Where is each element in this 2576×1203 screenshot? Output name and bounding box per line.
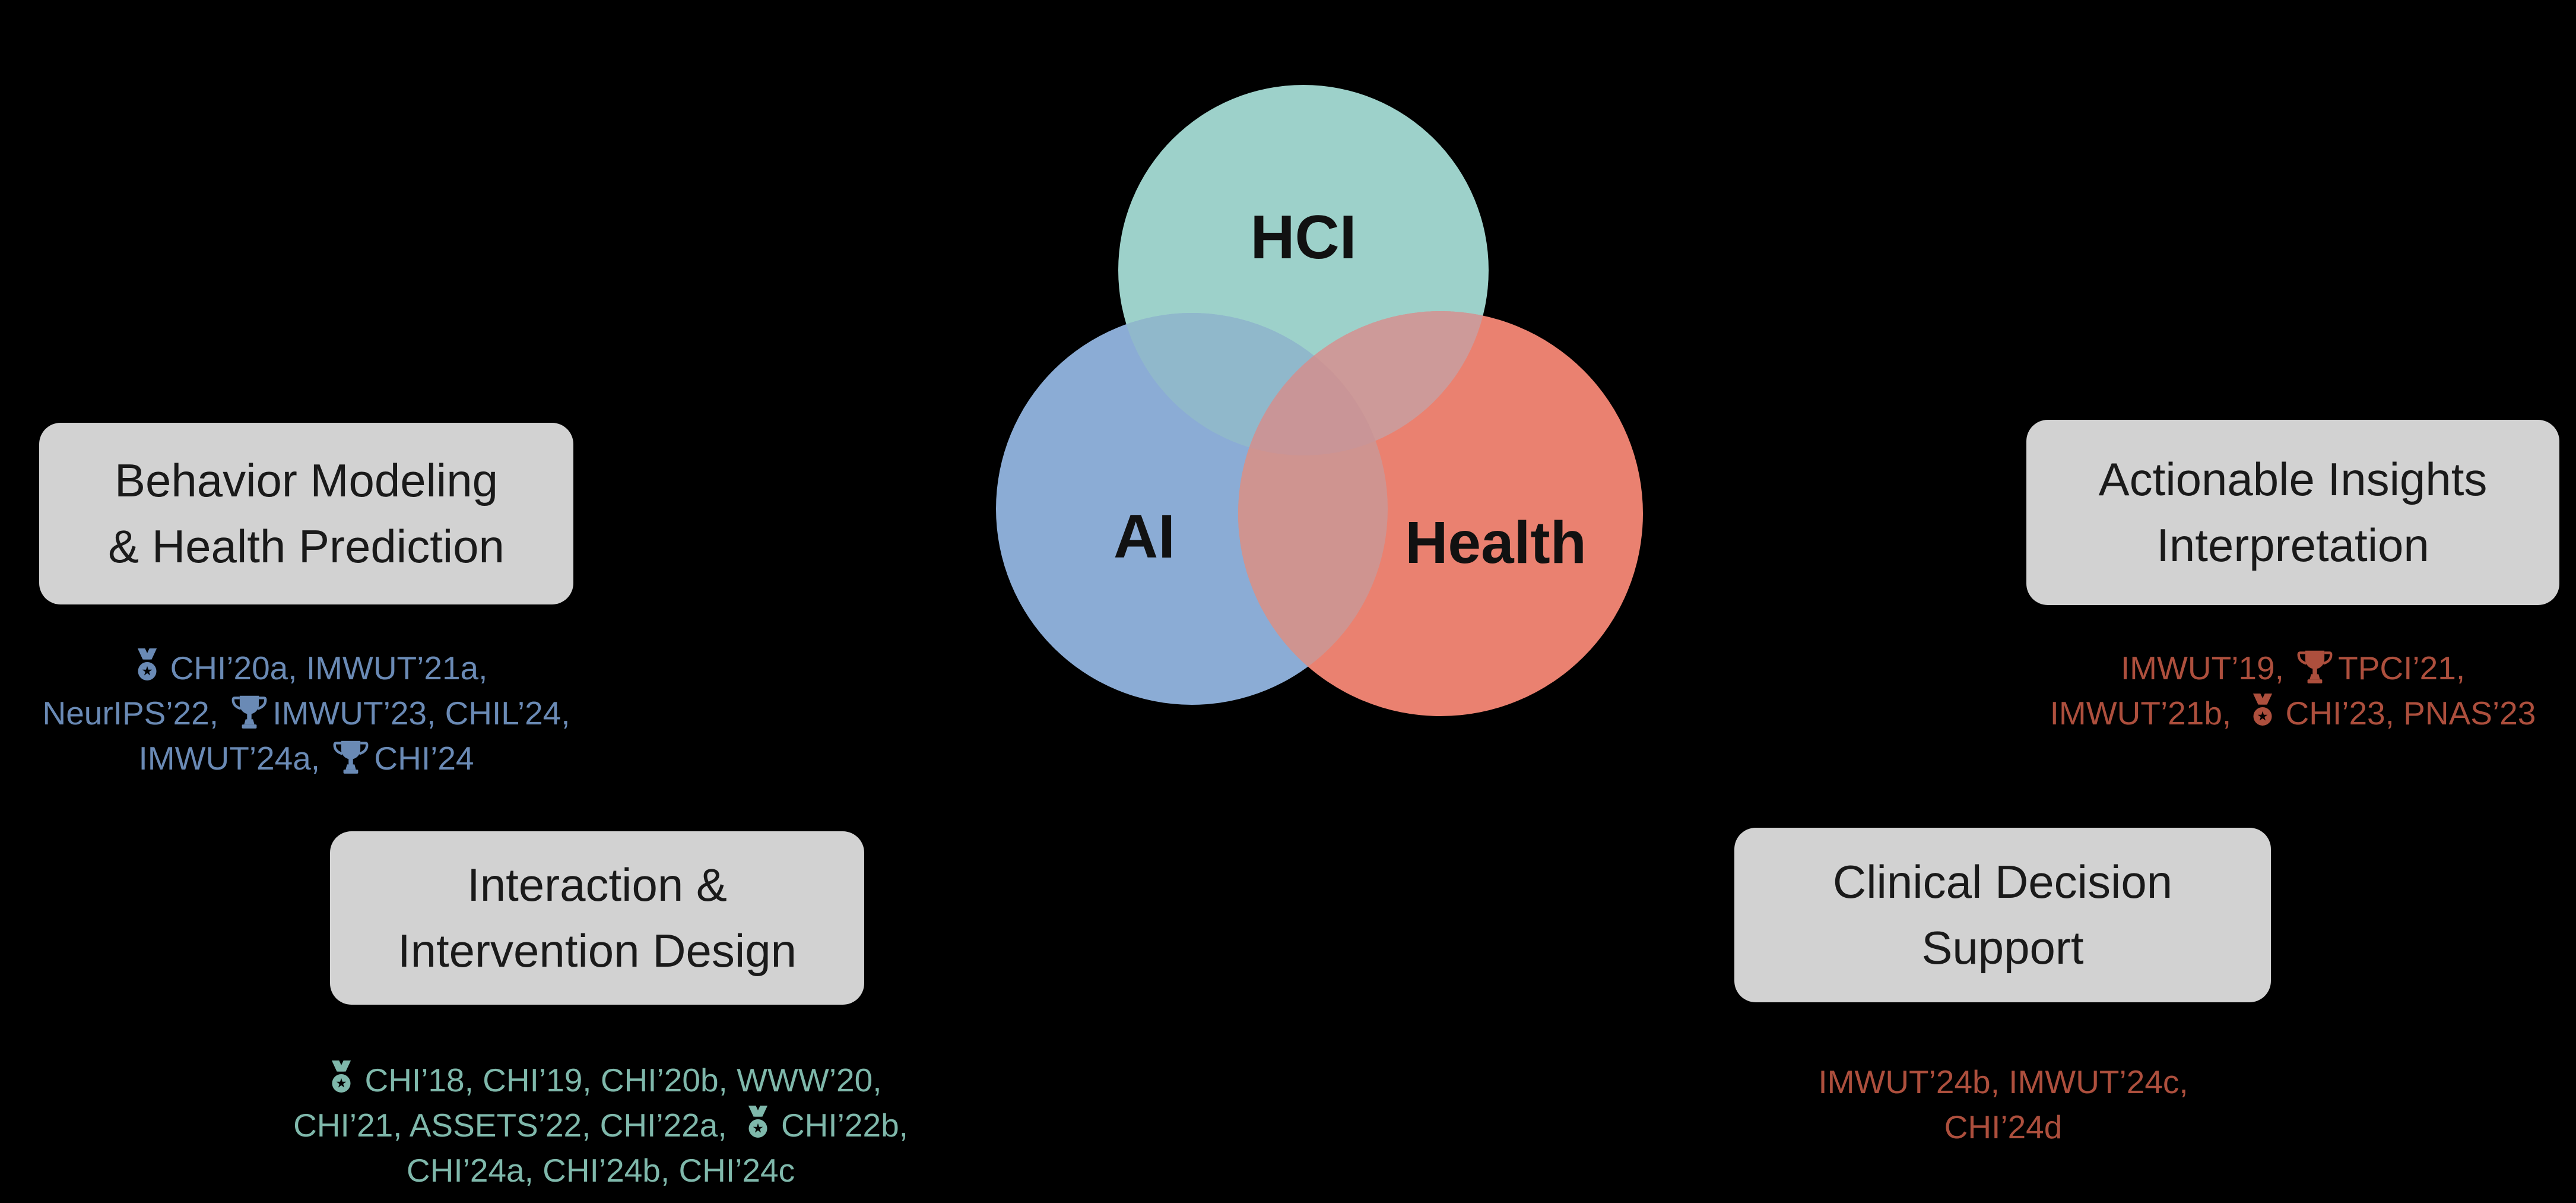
medal-icon	[129, 648, 166, 685]
publication-text: CHI’24d	[1944, 1108, 2063, 1145]
box-title-line: & Health Prediction	[108, 520, 505, 572]
publication-line: CHI’21, ASSETS’22, CHI’22a, CHI’22b,	[268, 1103, 933, 1148]
publication-text: CHI’24a, CHI’24b, CHI’24c	[406, 1151, 795, 1189]
clinical-decision-publications: IMWUT’24b, IMWUT’24c, CHI’24d	[1736, 1060, 2270, 1150]
medal-icon	[740, 1106, 776, 1142]
publication-line: IMWUT’24a, CHI’24	[9, 736, 603, 781]
trophy-icon	[332, 739, 369, 775]
publication-line: IMWUT’24b, IMWUT’24c,	[1736, 1060, 2270, 1105]
box-title-line: Behavior Modeling	[114, 454, 499, 507]
publication-line: CHI’18, CHI’19, CHI’20b, WWW’20,	[268, 1058, 933, 1103]
publication-text: CHI’23, PNAS’23	[2285, 694, 2536, 732]
publication-text: CHI’24	[374, 739, 474, 777]
publication-text: IMWUT’23, CHIL’24,	[272, 694, 570, 732]
publication-text: IMWUT’19,	[2120, 650, 2293, 686]
interaction-design-publications: CHI’18, CHI’19, CHI’20b, WWW’20, CHI’21,…	[268, 1058, 933, 1193]
medal-icon	[323, 1060, 360, 1097]
publication-text: IMWUT’24a,	[138, 739, 329, 777]
publication-text: TPCI’21,	[2338, 650, 2466, 686]
publication-text: CHI’20a, IMWUT’21a,	[170, 650, 488, 686]
publication-text: IMWUT’21b,	[2050, 694, 2241, 732]
publication-text: NeurIPS’22,	[42, 694, 228, 732]
center-overlap	[1238, 313, 1388, 455]
publication-text: IMWUT’24b, IMWUT’24c,	[1818, 1063, 2188, 1100]
publication-line: CHI’24a, CHI’24b, CHI’24c	[268, 1148, 933, 1193]
publication-line: IMWUT’21b, CHI’23, PNAS’23	[1996, 691, 2576, 736]
trophy-icon	[2296, 648, 2333, 685]
interaction-design-box: Interaction & Intervention Design	[330, 831, 864, 1005]
publication-line: IMWUT’19, TPCI’21,	[1996, 646, 2576, 691]
medal-icon	[2244, 694, 2281, 730]
publication-line: CHI’24d	[1736, 1105, 2270, 1150]
publication-text: CHI’18, CHI’19, CHI’20b, WWW’20,	[364, 1062, 882, 1098]
actionable-insights-box: Actionable Insights Interpretation	[2026, 420, 2559, 605]
box-title-line: Support	[1921, 922, 2084, 974]
box-title-line: Clinical Decision	[1832, 856, 2173, 908]
behavior-modeling-publications: CHI’20a, IMWUT’21a, NeurIPS’22, IMWUT’23…	[9, 646, 603, 781]
publication-text: CHI’21, ASSETS’22, CHI’22a,	[293, 1106, 736, 1144]
trophy-icon	[231, 694, 268, 730]
ai-circle-label: AI	[1113, 502, 1175, 571]
clinical-decision-box: Clinical Decision Support	[1734, 828, 2271, 1002]
box-title-line: Actionable Insights	[2098, 453, 2488, 506]
box-title-line: Interaction &	[467, 859, 727, 911]
health-circle-label: Health	[1405, 509, 1587, 576]
box-title-line: Interpretation	[2156, 519, 2429, 571]
box-title-line: Intervention Design	[397, 925, 797, 977]
behavior-modeling-box: Behavior Modeling & Health Prediction	[39, 423, 573, 604]
hci-circle-label: HCI	[1250, 202, 1357, 272]
publication-line: CHI’20a, IMWUT’21a,	[9, 646, 603, 691]
publication-text: CHI’22b,	[781, 1106, 908, 1144]
publication-line: NeurIPS’22, IMWUT’23, CHIL’24,	[9, 691, 603, 736]
actionable-insights-publications: IMWUT’19, TPCI’21, IMWUT’21b, CHI’23, PN…	[1996, 646, 2576, 736]
